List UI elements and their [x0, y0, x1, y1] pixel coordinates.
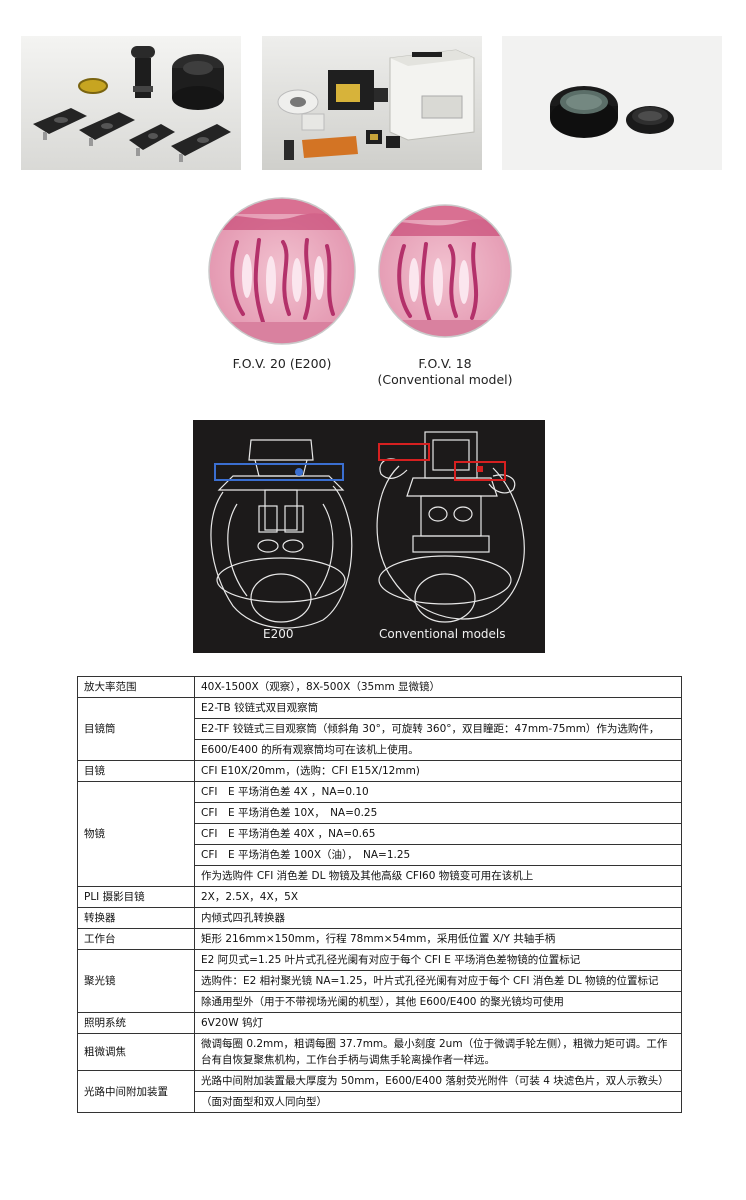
spec-label: 聚光镜: [77, 949, 195, 1013]
spec-label: 照明系统: [77, 1012, 195, 1034]
accessory-sliders-photo: [21, 36, 241, 170]
spec-value: 2X，2.5X，4X，5X: [194, 886, 682, 908]
spec-value: 选购件：E2 相衬聚光镜 NA=1.25，叶片式孔径光阑有对应于每个 CFI 消…: [194, 970, 682, 992]
table-row: （面对面型和双人同向型）: [78, 1091, 682, 1113]
table-row: 照明系统 6V20W 钨灯: [77, 1012, 682, 1034]
tissue-sample-image: [208, 197, 356, 345]
diagram-label-e200: E200: [263, 627, 294, 641]
tissue-sample-image: [378, 204, 512, 338]
microscope-comparison-drawing: [210, 431, 525, 629]
table-row: 除通用型外（用于不带视场光阑的机型），其他 E600/E400 的聚光镜均可使用: [78, 991, 682, 1013]
spec-value: E2 阿贝式=1.25 叶片式孔径光阑有对应于每个 CFI E 平场消色差物镜的…: [194, 949, 682, 971]
fluorescence-lamphouse-photo: [262, 36, 482, 170]
spec-label: 转换器: [77, 907, 195, 929]
table-row: 光路中间附加装置 光路中间附加装置最大厚度为 50mm，E600/E400 落射…: [77, 1070, 682, 1113]
table-row: E2-TF 铰链式三目观察筒（倾斜角 30°，可旋转 360°，双目瞳距：47m…: [78, 718, 682, 740]
spec-value: 矩形 216mm×150mm，行程 78mm×54mm，采用低位置 X/Y 共轴…: [194, 928, 682, 950]
fov-e200-figure: F.O.V. 20 (E200): [207, 196, 357, 372]
diagram-label-conventional: Conventional models: [379, 627, 506, 641]
table-row: 作为选购件 CFI 消色差 DL 物镜及其他高级 CFI60 物镜变可用在该机上: [78, 865, 682, 887]
fov-caption-2a: F.O.V. 18: [418, 356, 472, 371]
table-row: 物镜 CFI E 平场消色差 4X ，NA=0.10: [77, 781, 682, 887]
spec-value: 光路中间附加装置最大厚度为 50mm，E600/E400 落射荧光附件（可装 4…: [194, 1070, 682, 1092]
spec-table: 放大率范围 40X-1500X（观察），8X-500X（35mm 显微镜） 目镜…: [77, 676, 682, 1113]
spec-value: 40X-1500X（观察），8X-500X（35mm 显微镜）: [194, 676, 682, 698]
spec-value: CFI E 平场消色差 100X（油）， NA=1.25: [194, 844, 682, 866]
spec-label: 目镜: [77, 760, 195, 782]
spec-value: 微调每圈 0.2mm，粗调每圈 37.7mm。最小刻度 2um（位于微调手轮左侧…: [194, 1033, 682, 1071]
spec-label: 光路中间附加装置: [77, 1070, 195, 1113]
fov-caption-1: F.O.V. 20 (E200): [232, 356, 332, 371]
spec-label: 目镜筒: [77, 697, 195, 761]
table-row: 聚光镜 E2 阿贝式=1.25 叶片式孔径光阑有对应于每个 CFI E 平场消色…: [77, 949, 682, 1013]
filter-ring-photo: [502, 36, 722, 170]
fov-caption-2b: (Conventional model): [377, 372, 513, 387]
spec-value: （面对面型和双人同向型）: [194, 1091, 682, 1113]
spec-label: 放大率范围: [77, 676, 195, 698]
spec-value: 6V20W 钨灯: [194, 1012, 682, 1034]
spec-label: 工作台: [77, 928, 195, 950]
spec-value: 内倾式四孔转换器: [194, 907, 682, 929]
spec-value: 除通用型外（用于不带视场光阑的机型），其他 E600/E400 的聚光镜均可使用: [194, 991, 682, 1013]
table-row: PLI 摄影目镜 2X，2.5X，4X，5X: [77, 886, 682, 908]
fov-conventional-figure: F.O.V. 18 (Conventional model): [370, 196, 520, 388]
ergonomics-diagram: E200 Conventional models: [193, 420, 545, 653]
spec-label: PLI 摄影目镜: [77, 886, 195, 908]
table-row: 目镜筒 E2-TB 铰链式双目观察筒: [77, 697, 682, 761]
spec-value: E2-TF 铰链式三目观察筒（倾斜角 30°，可旋转 360°，双目瞳距：47m…: [194, 718, 682, 740]
spec-value: E600/E400 的所有观察筒均可在该机上使用。: [194, 739, 682, 761]
spec-value: E2-TB 铰链式双目观察筒: [194, 697, 682, 719]
table-row: 目镜 CFI E10X/20mm，(选购：CFI E15X/12mm): [77, 760, 682, 782]
spec-label: 粗微调焦: [77, 1033, 195, 1071]
spec-value: 作为选购件 CFI 消色差 DL 物镜及其他高级 CFI60 物镜变可用在该机上: [194, 865, 682, 887]
table-row: 放大率范围 40X-1500X（观察），8X-500X（35mm 显微镜）: [77, 676, 682, 698]
table-row: 转换器 内倾式四孔转换器: [77, 907, 682, 929]
table-row: 选购件：E2 相衬聚光镜 NA=1.25，叶片式孔径光阑有对应于每个 CFI 消…: [78, 970, 682, 992]
table-row: E600/E400 的所有观察筒均可在该机上使用。: [78, 739, 682, 761]
spec-value: CFI E 平场消色差 10X， NA=0.25: [194, 802, 682, 824]
spec-value: CFI E 平场消色差 4X ，NA=0.10: [194, 781, 682, 803]
spec-label: 物镜: [77, 781, 195, 887]
spec-value: CFI E 平场消色差 40X ，NA=0.65: [194, 823, 682, 845]
table-row: 粗微调焦 微调每圈 0.2mm，粗调每圈 37.7mm。最小刻度 2um（位于微…: [77, 1033, 682, 1071]
table-row: CFI E 平场消色差 100X（油）， NA=1.25: [78, 844, 682, 866]
spec-value: CFI E10X/20mm，(选购：CFI E15X/12mm): [194, 760, 682, 782]
table-row: 工作台 矩形 216mm×150mm，行程 78mm×54mm，采用低位置 X/…: [77, 928, 682, 950]
